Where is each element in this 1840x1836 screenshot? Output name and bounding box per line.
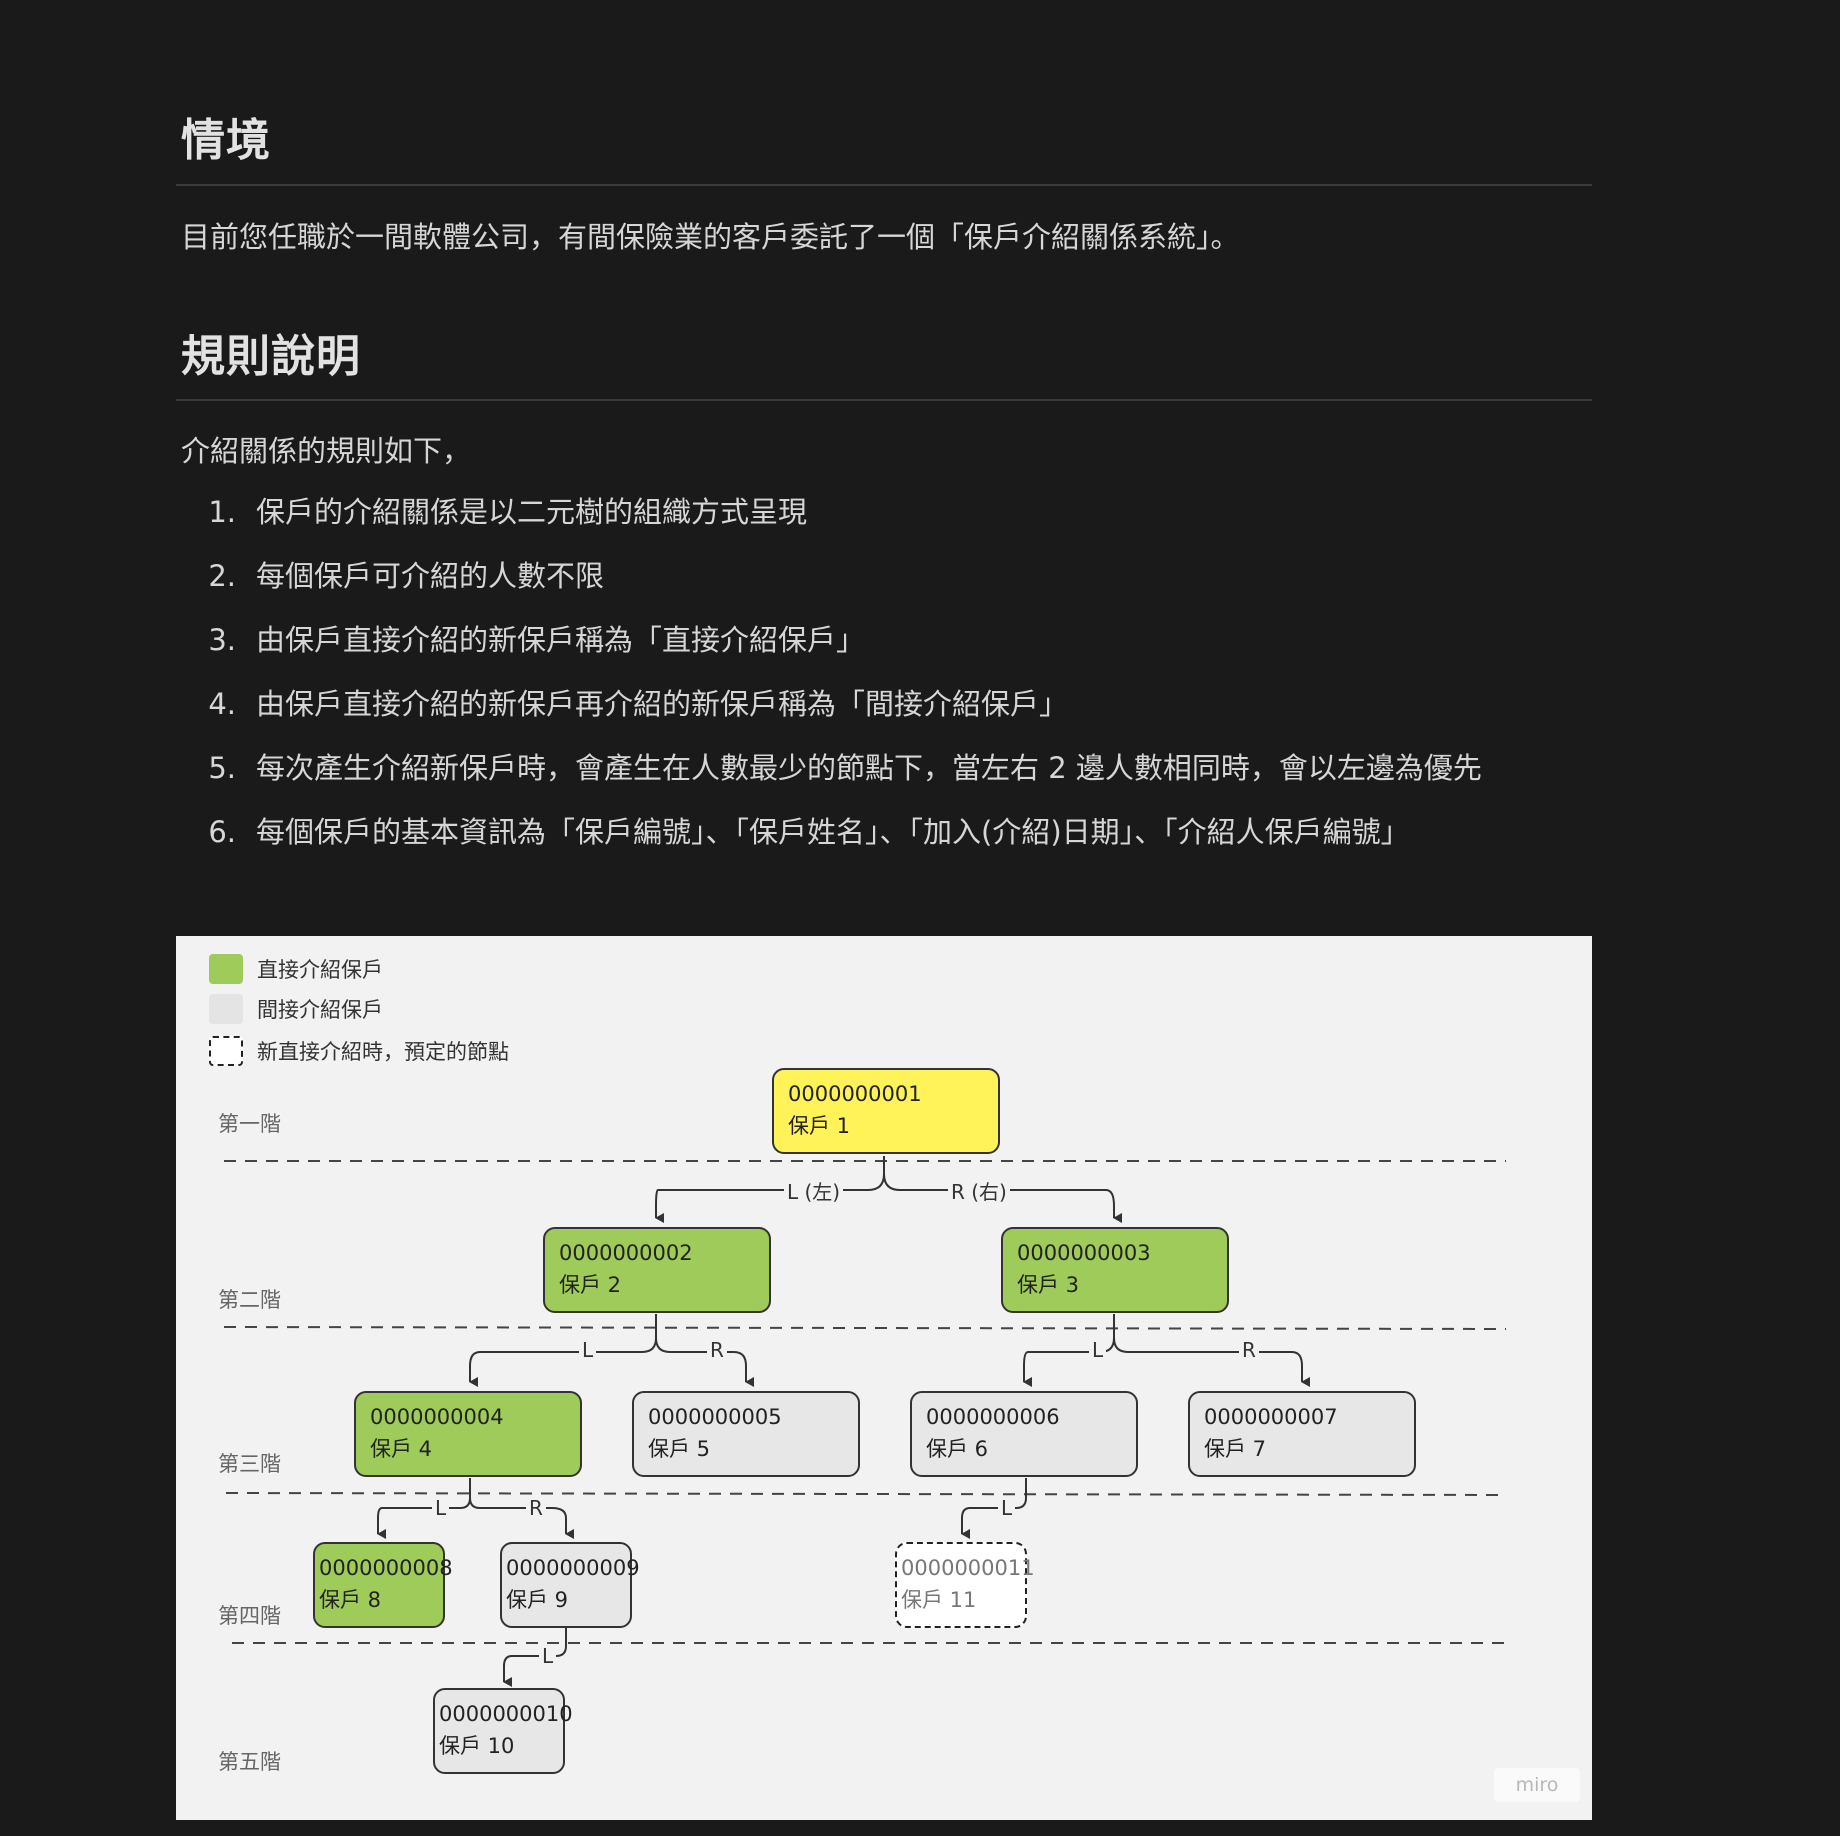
- level-label-2: 第二階: [218, 1288, 281, 1312]
- legend-indirect: 間接介紹保戶: [209, 994, 383, 1024]
- edge-label-left: L: [539, 1644, 557, 1668]
- legend-swatch-dashed: [209, 1036, 243, 1066]
- heading-divider: [176, 184, 1592, 186]
- edge-9-10: [503, 1628, 567, 1687]
- tree-connectors: [223, 1156, 1512, 1687]
- list-item: 6.每個保戶的基本資訊為「保戶編號」、「保戶姓名」、「加入(介紹)日期」、「介紹…: [208, 815, 1410, 849]
- edge-label-right: R: [707, 1338, 727, 1362]
- legend-swatch-green: [209, 954, 243, 984]
- edge-4-8: [377, 1478, 471, 1539]
- miro-logo: miro: [1494, 1768, 1580, 1802]
- edge-3-7: [1113, 1337, 1310, 1387]
- legend-planned: 新直接介紹時，預定的節點: [209, 1036, 509, 1066]
- edge-1-2: [655, 1156, 885, 1223]
- rules-heading: 規則說明: [181, 331, 361, 382]
- edge-2-5: [655, 1337, 754, 1387]
- edge-label-right: R (右): [948, 1176, 1010, 1205]
- tree-diagram: 直接介紹保戶 間接介紹保戶 新直接介紹時，預定的節點 第一階 第二階 第三階 第…: [176, 936, 1592, 1820]
- list-item: 4.由保戶直接介紹的新保戶再介紹的新保戶稱為「間接介紹保戶」: [208, 687, 1069, 721]
- edge-1-3: [883, 1173, 1122, 1223]
- edge-label-left: L: [998, 1496, 1016, 1520]
- rules-list: 1.保戶的介紹關係是以二元樹的組織方式呈現 2.每個保戶可介紹的人數不限 3.由…: [176, 492, 1482, 876]
- list-item: 5.每次產生介紹新保戶時，會產生在人數最少的節點下，當左右 2 邊人數相同時，會…: [208, 751, 1482, 785]
- edge-6-11: [961, 1478, 1027, 1539]
- list-item: 3.由保戶直接介紹的新保戶稱為「直接介紹保戶」: [208, 623, 866, 657]
- edge-label-right: R: [526, 1496, 546, 1520]
- edge-3-6: [1023, 1314, 1115, 1387]
- edge-label-left: L: [1089, 1338, 1107, 1362]
- rules-intro: 介紹關係的規則如下，: [181, 434, 472, 468]
- heading-divider: [176, 399, 1592, 401]
- legend-swatch-grey: [209, 994, 243, 1024]
- edge-label-left: L: [432, 1496, 450, 1520]
- level-label-4: 第四階: [218, 1604, 281, 1628]
- edge-4-9: [469, 1497, 574, 1539]
- level-label-3: 第三階: [218, 1452, 281, 1476]
- edge-label-right: R: [1239, 1338, 1259, 1362]
- level-label-5: 第五階: [218, 1750, 281, 1774]
- list-item: 2.每個保戶可介紹的人數不限: [208, 559, 605, 593]
- list-item: 1.保戶的介紹關係是以二元樹的組織方式呈現: [208, 495, 808, 529]
- level-divider: [225, 1492, 1507, 1496]
- edge-label-left: L (左): [784, 1176, 844, 1205]
- level-divider: [223, 1326, 1507, 1330]
- level-label-1: 第一階: [218, 1112, 281, 1136]
- edge-label-left: L: [579, 1338, 597, 1362]
- scenario-paragraph: 目前您任職於一間軟體公司，有間保險業的客戶委託了一個「保戶介紹關係系統」。: [181, 220, 1240, 254]
- legend-direct: 直接介紹保戶: [209, 954, 383, 984]
- edge-2-4: [469, 1314, 657, 1387]
- scenario-heading: 情境: [181, 115, 271, 166]
